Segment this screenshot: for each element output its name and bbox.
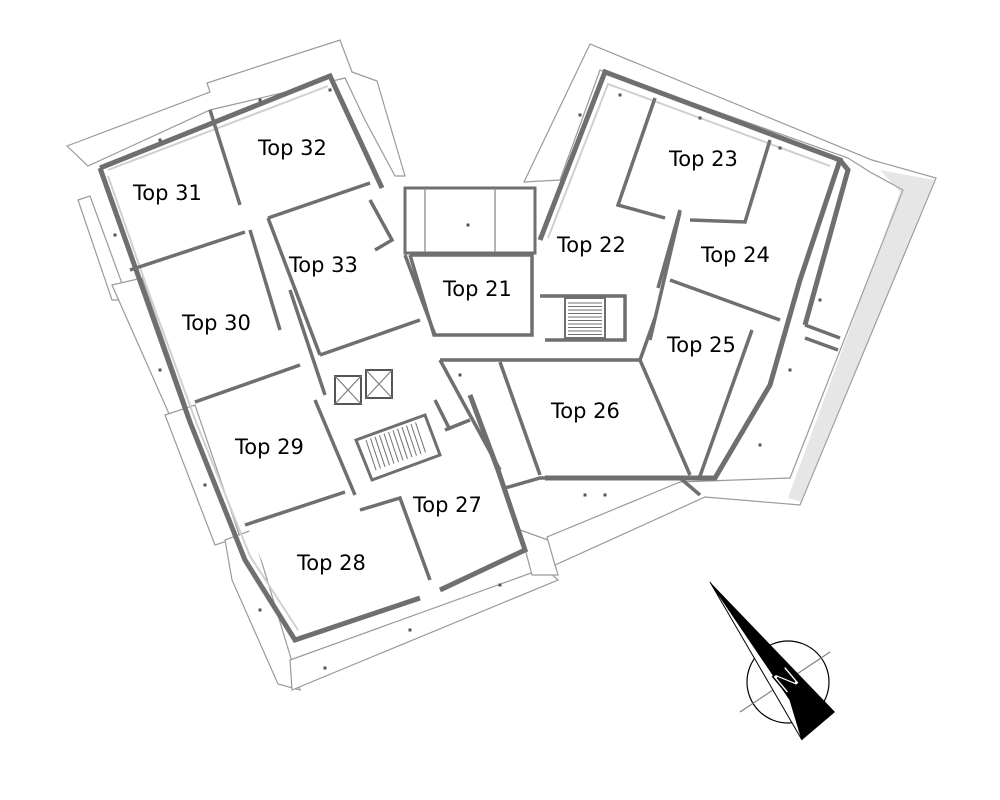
post-marker bbox=[408, 628, 412, 632]
post-marker bbox=[578, 113, 582, 117]
label-top-27: Top 27 bbox=[412, 493, 482, 517]
label-top-24: Top 24 bbox=[700, 243, 770, 267]
post-marker bbox=[778, 146, 782, 150]
stair-step bbox=[365, 439, 377, 471]
label-top-33: Top 33 bbox=[288, 253, 358, 277]
label-top-30: Top 30 bbox=[181, 311, 251, 335]
post-marker bbox=[698, 116, 702, 120]
building-body bbox=[96, 74, 845, 640]
left-wing-interior-walls bbox=[129, 109, 502, 581]
right-wing-interior-walls bbox=[615, 97, 781, 477]
left-staircase bbox=[354, 413, 442, 482]
post-marker bbox=[788, 368, 792, 372]
post-marker bbox=[818, 298, 822, 302]
stair-step bbox=[406, 425, 417, 456]
left-wing-balconies bbox=[65, 39, 560, 691]
stair-step bbox=[397, 428, 408, 459]
post-marker bbox=[758, 443, 762, 447]
stair-step bbox=[370, 438, 381, 469]
post-marker bbox=[258, 98, 262, 102]
left-elevators bbox=[334, 369, 393, 405]
post-marker bbox=[498, 583, 502, 587]
right-staircase bbox=[564, 297, 606, 339]
post-marker bbox=[583, 493, 587, 497]
stair-step bbox=[388, 431, 399, 463]
north-arrow-icon: N bbox=[709, 581, 835, 741]
post-marker bbox=[603, 493, 607, 497]
post-marker bbox=[158, 138, 162, 142]
label-top-26: Top 26 bbox=[550, 399, 620, 423]
label-top-31: Top 31 bbox=[132, 181, 202, 205]
unit-labels: Top 31 Top 32 Top 33 Top 30 Top 29 Top 2… bbox=[132, 136, 770, 575]
post-marker bbox=[328, 88, 332, 92]
label-top-25: Top 25 bbox=[666, 333, 736, 357]
post-marker bbox=[458, 373, 462, 377]
right-wing-exterior-walls bbox=[537, 68, 851, 481]
stair-step bbox=[392, 430, 404, 461]
post-marker bbox=[323, 666, 327, 670]
stair-step bbox=[379, 435, 390, 466]
label-top-28: Top 28 bbox=[296, 551, 366, 575]
post-marker bbox=[618, 93, 622, 97]
structure-posts bbox=[113, 88, 822, 670]
label-top-23: Top 23 bbox=[668, 147, 738, 171]
stair-step bbox=[410, 423, 422, 455]
post-marker bbox=[203, 483, 207, 487]
stair-step bbox=[374, 436, 386, 467]
stair-step bbox=[383, 433, 395, 464]
post-marker bbox=[113, 233, 117, 237]
left-wing-exterior-walls bbox=[97, 72, 529, 643]
post-marker bbox=[158, 368, 162, 372]
label-top-29: Top 29 bbox=[234, 435, 304, 459]
core-area bbox=[403, 186, 702, 497]
post-marker bbox=[466, 223, 470, 227]
stair-step bbox=[415, 422, 426, 453]
stair-step bbox=[401, 427, 413, 458]
label-top-22: Top 22 bbox=[556, 233, 626, 257]
label-top-21: Top 21 bbox=[442, 277, 512, 301]
post-marker bbox=[258, 608, 262, 612]
label-top-32: Top 32 bbox=[257, 136, 327, 160]
